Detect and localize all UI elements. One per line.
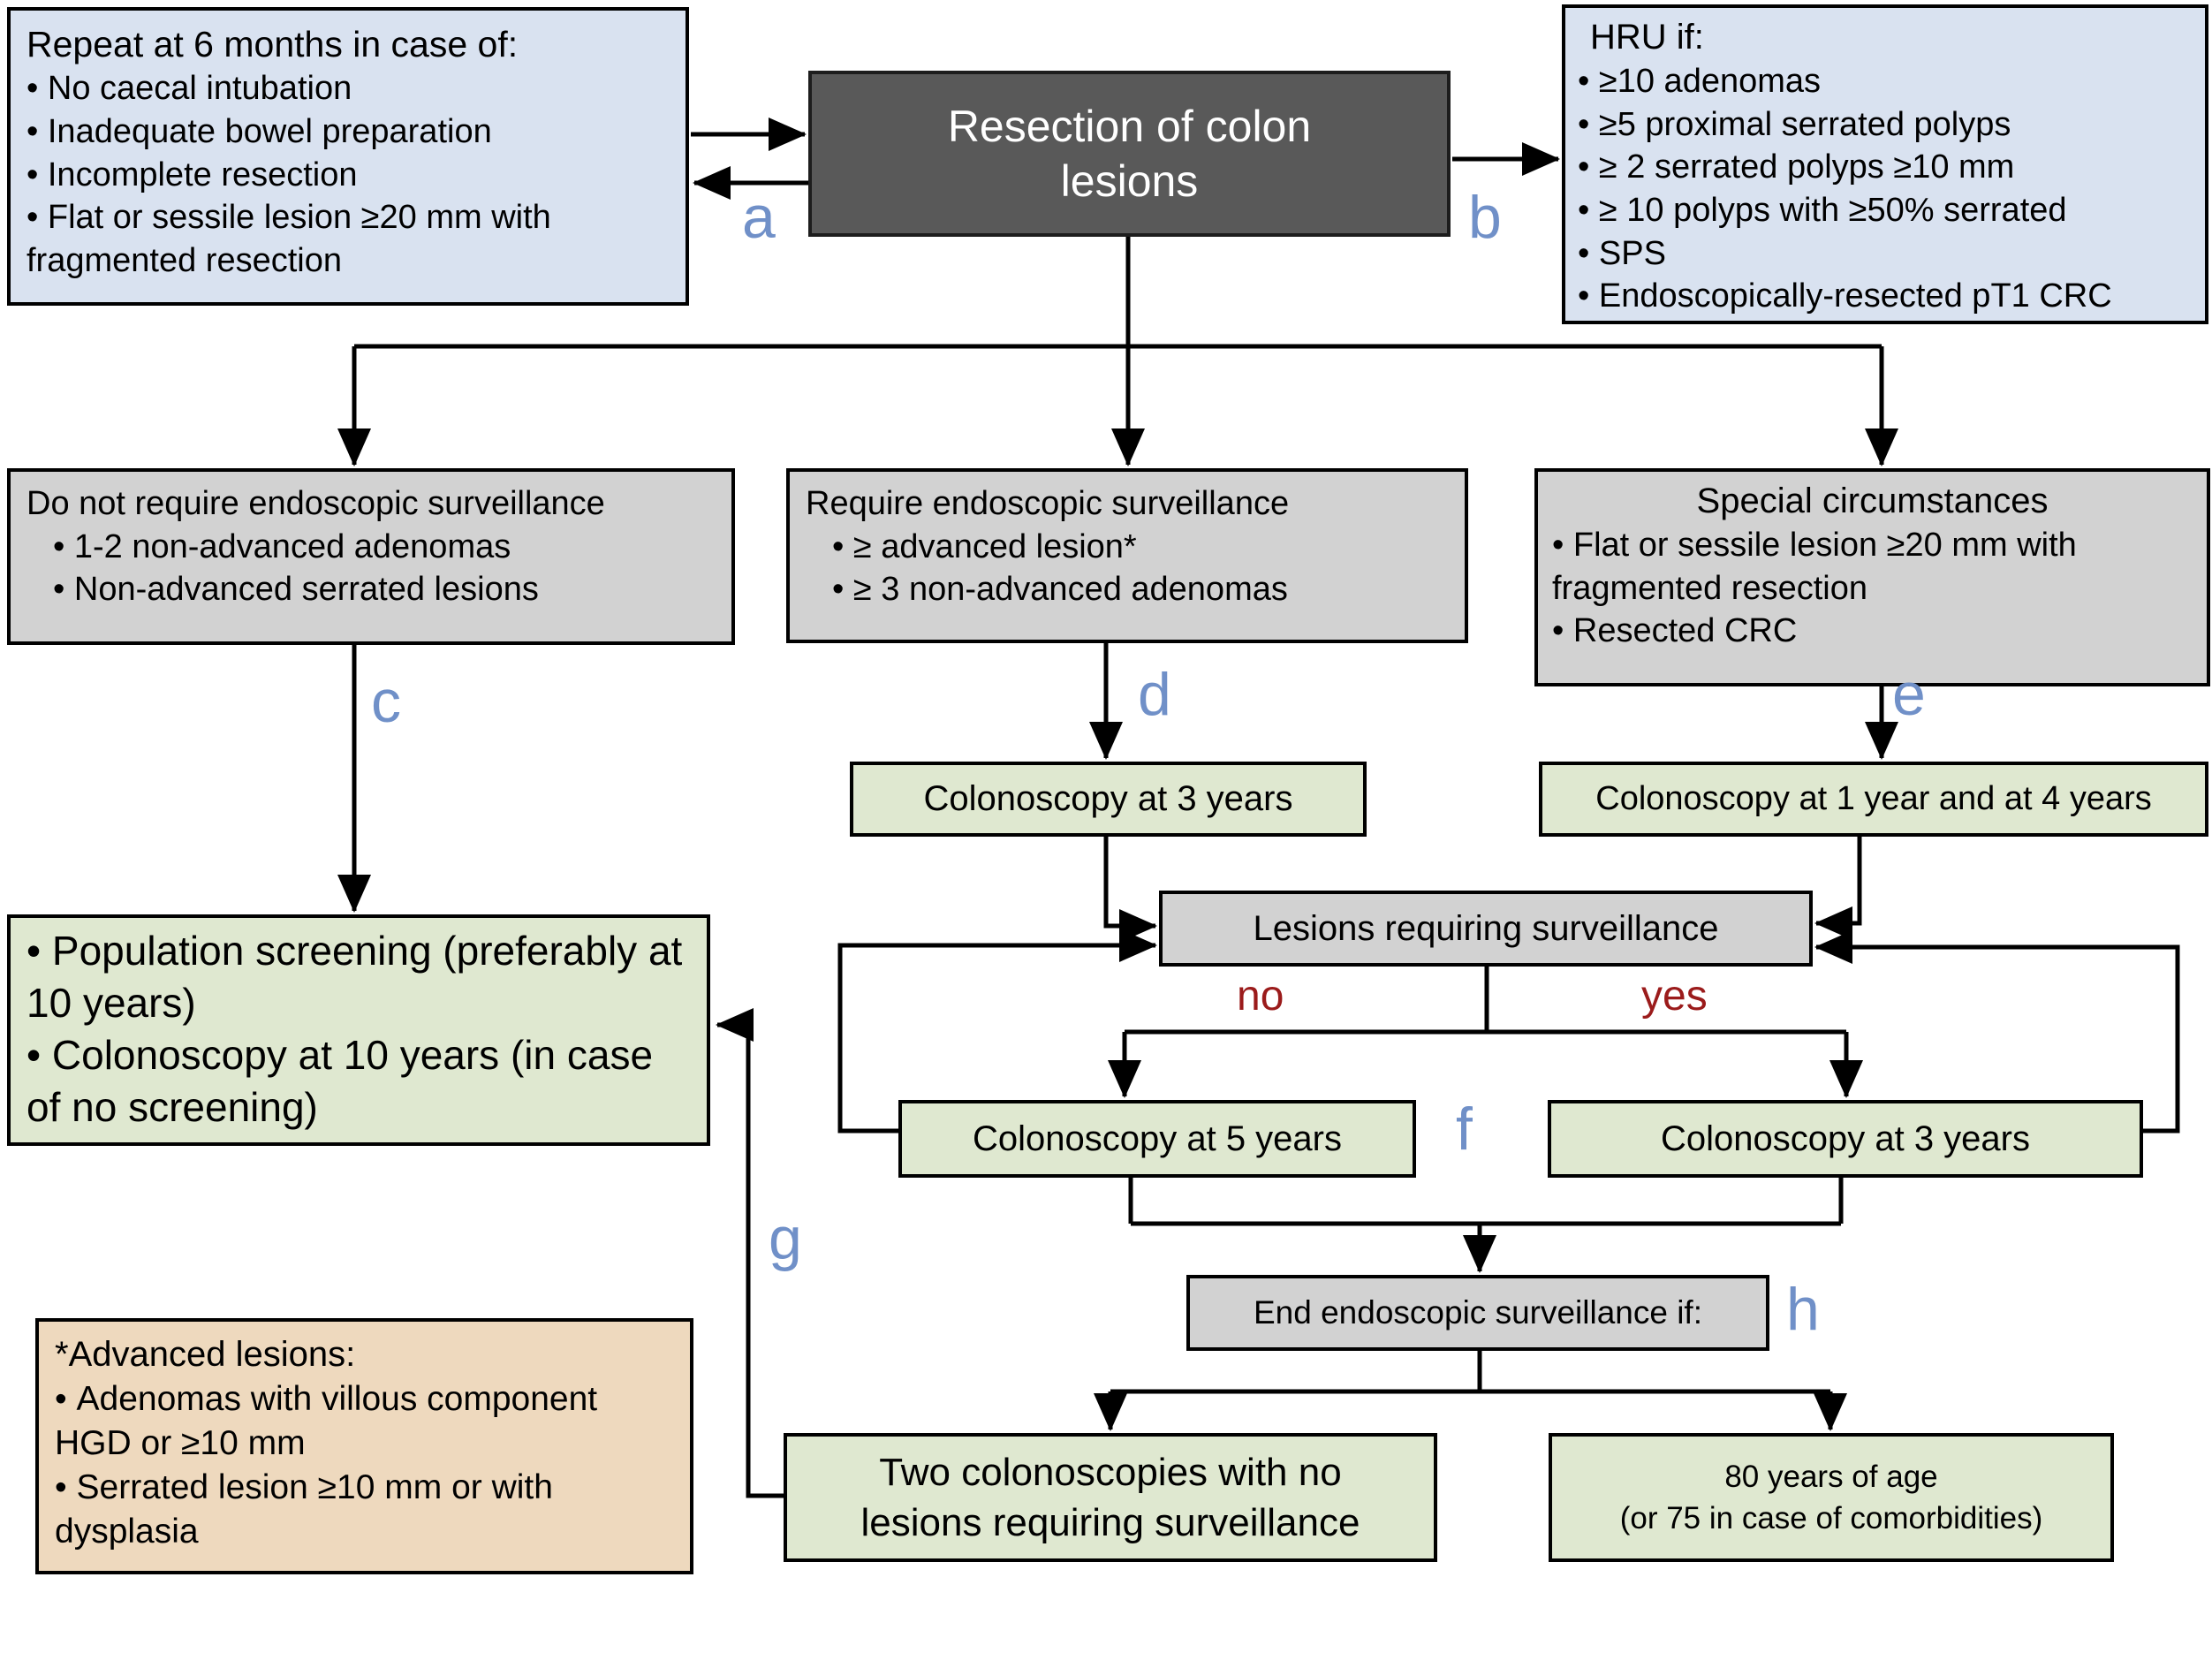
box-colonoscopy-5-years: Colonoscopy at 5 years <box>898 1100 1416 1178</box>
connector-colo3f-feedback <box>1814 930 2180 1134</box>
bullet-item: Adenomas with villous component HGD or ≥… <box>55 1377 674 1466</box>
box-advanced-lesions-footnote: *Advanced lesions: Adenomas with villous… <box>35 1318 693 1574</box>
box-colonoscopy-3-years-d: Colonoscopy at 3 years <box>850 762 1367 837</box>
bullet-item: Serrated lesion ≥10 mm or with dysplasia <box>55 1466 674 1554</box>
bullet-item: ≥ 10 polyps with ≥50% serrated <box>1578 189 2193 232</box>
label-b: b <box>1468 184 1502 251</box>
bullet-item: ≥ advanced lesion* <box>832 526 1449 569</box>
bullet-item: Flat or sessile lesion ≥20 mm with fragm… <box>1552 524 2193 610</box>
box-80-years-of-age: 80 years of age (or 75 in case of comorb… <box>1549 1433 2114 1562</box>
bullet-item: ≥ 3 non-advanced adenomas <box>832 568 1449 611</box>
bullet-item: ≥10 adenomas <box>1578 60 2193 103</box>
bullet-item: No caecal intubation <box>27 67 670 110</box>
box-end-endoscopic-surveillance: End endoscopic surveillance if: <box>1186 1275 1769 1351</box>
label-f: f <box>1456 1096 1473 1163</box>
box-title: Repeat at 6 months in case of: <box>27 24 519 64</box>
box-title-line1: Resection of colon <box>947 101 1312 151</box>
box-colonoscopy-1-and-4-years: Colonoscopy at 1 year and at 4 years <box>1539 762 2208 837</box>
box-special-circumstances: Special circumstances Flat or sessile le… <box>1534 468 2210 686</box>
box-label-line1: Two colonoscopies with no <box>879 1450 1342 1494</box>
box-hru-if: HRU if: ≥10 adenomas ≥5 proximal serrate… <box>1562 4 2208 324</box>
box-label-line2: lesions requiring surveillance <box>860 1501 1360 1544</box>
box-label: Colonoscopy at 5 years <box>972 1118 1342 1158</box>
box-title-line2: lesions <box>1060 156 1199 206</box>
connector-g-feedback <box>716 1008 784 1498</box>
box-population-screening: Population screening (preferably at 10 y… <box>7 914 710 1146</box>
label-d: d <box>1138 661 1171 728</box>
box-label: End endoscopic surveillance if: <box>1253 1294 1702 1331</box>
bullet-item: SPS <box>1578 232 2193 276</box>
box-label-line1: 80 years of age <box>1724 1459 1938 1494</box>
connector-colo1and4-to-lesions <box>1814 837 1862 940</box>
box-label: Colonoscopy at 3 years <box>1660 1118 2030 1158</box>
label-e: e <box>1892 661 1926 728</box>
label-no: no <box>1237 973 1284 1020</box>
box-title: Do not require endoscopic surveillance <box>27 485 605 522</box>
box-repeat-at-6-months: Repeat at 6 months in case of: No caecal… <box>7 7 689 306</box>
label-h: h <box>1786 1276 1820 1343</box>
box-title: HRU if: <box>1590 18 1704 57</box>
bullet-item: Endoscopically-resected pT1 CRC <box>1578 275 2193 318</box>
bullet-item: ≥5 proximal serrated polyps <box>1578 103 2193 147</box>
box-title: Require endoscopic surveillance <box>806 485 1290 522</box>
bullet-item: Inadequate bowel preparation <box>27 110 670 154</box>
box-label: Colonoscopy at 3 years <box>923 779 1293 818</box>
bullet-item: ≥ 2 serrated polyps ≥10 mm <box>1578 146 2193 189</box>
box-two-colonoscopies: Two colonoscopies with no lesions requir… <box>784 1433 1437 1562</box>
box-label: Colonoscopy at 1 year and at 4 years <box>1595 780 2152 817</box>
box-title: *Advanced lesions: <box>55 1335 356 1374</box>
bullet-item: Incomplete resection <box>27 154 670 197</box>
box-label-line2: (or 75 in case of comorbidities) <box>1619 1501 2043 1535</box>
label-yes: yes <box>1641 973 1708 1020</box>
box-require-surveillance: Require endoscopic surveillance ≥ advanc… <box>786 468 1468 643</box>
box-title: Special circumstances <box>1696 481 2049 520</box>
bullet-item: Non-advanced serrated lesions <box>53 568 716 611</box>
box-label: Lesions requiring surveillance <box>1253 908 1719 948</box>
box-colonoscopy-3-years-f: Colonoscopy at 3 years <box>1548 1100 2143 1178</box>
connector-colo3d-to-lesions <box>1103 837 1157 943</box>
label-g: g <box>769 1205 802 1272</box>
bullet-item: Resected CRC <box>1552 610 2193 653</box>
bullet-item: 1-2 non-advanced adenomas <box>53 526 716 569</box>
bullet-item: Flat or sessile lesion ≥20 mm with fragm… <box>27 196 670 282</box>
box-lesions-requiring-surveillance: Lesions requiring surveillance <box>1159 891 1813 967</box>
box-do-not-require-surveillance: Do not require endoscopic surveillance 1… <box>7 468 735 645</box>
label-c: c <box>371 668 401 735</box>
box-resection-of-colon-lesions: Resection of colon lesions <box>808 71 1451 237</box>
label-a: a <box>742 184 776 251</box>
bullet-item: Colonoscopy at 10 years (in case of no s… <box>27 1029 691 1134</box>
connector-colo5-feedback <box>837 929 1157 1134</box>
bullet-item: Population screening (preferably at 10 y… <box>27 925 691 1029</box>
